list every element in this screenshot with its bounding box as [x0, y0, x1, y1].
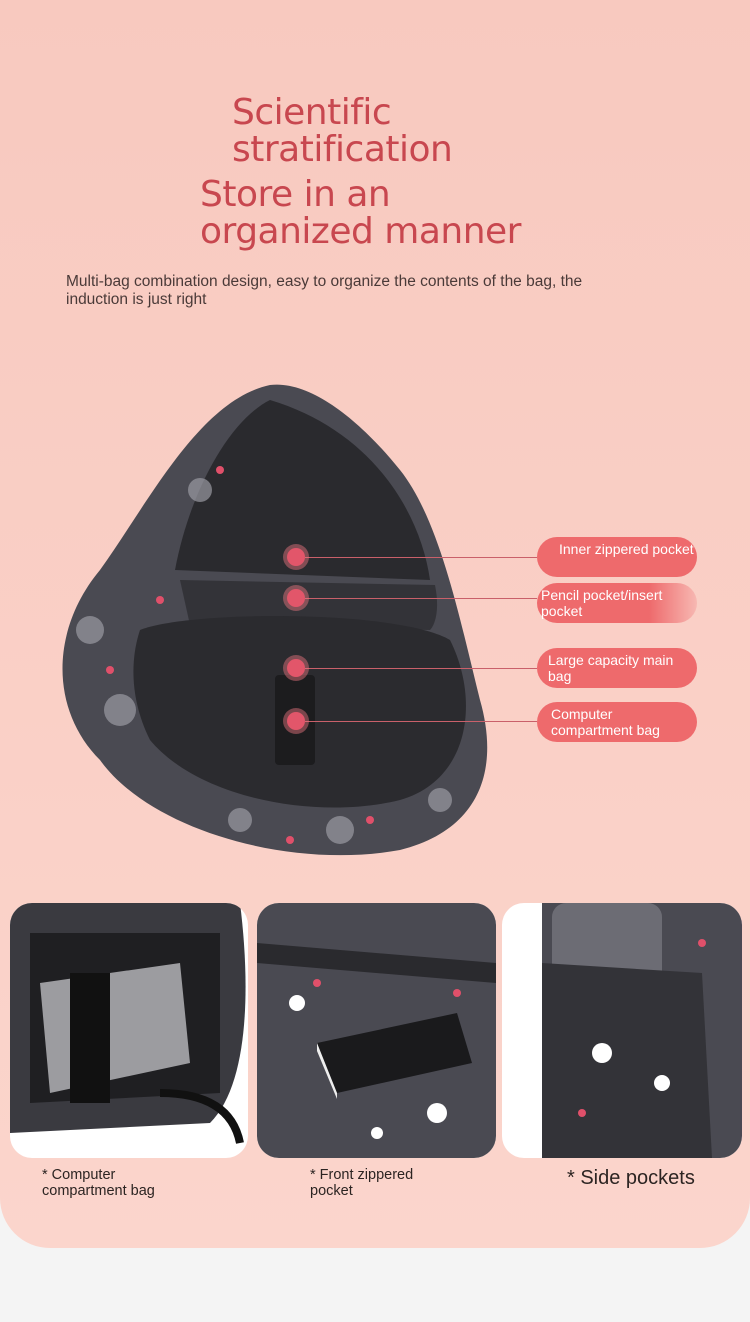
caption-side-pockets: * Side pockets [567, 1167, 695, 1189]
headline-line1: Scientific [232, 92, 392, 133]
callout-main-bag: Large capacity main bag [537, 648, 697, 688]
callout-inner-zippered-pocket: Inner zippered pocket [537, 537, 697, 577]
callout-dot [287, 548, 305, 566]
callout-dot [287, 712, 305, 730]
subtitle: Multi-bag combination design, easy to or… [66, 273, 583, 308]
callout-computer-compartment: Computer compartment bag [537, 702, 697, 742]
thumbnail-front-pocket [257, 903, 496, 1158]
headline-line4: organized manner [200, 211, 521, 252]
callout-line [305, 668, 537, 669]
callout-line [305, 721, 537, 722]
caption-front-pocket: * Front zippered pocket [310, 1167, 414, 1199]
thumbnail-side-pockets [502, 903, 742, 1158]
callout-dot [287, 589, 305, 607]
thumbnail-computer-compartment [10, 903, 248, 1158]
headline-line3: Store in an [200, 174, 391, 215]
callout-pencil-pocket: Pencil pocket/insert pocket [537, 583, 697, 623]
caption-computer-compartment: * Computer compartment bag [42, 1167, 155, 1199]
callout-line [305, 598, 537, 599]
callout-dot [287, 659, 305, 677]
callout-line [305, 557, 537, 558]
backpack-image [62, 384, 488, 856]
headline-line2: stratification [232, 129, 453, 170]
